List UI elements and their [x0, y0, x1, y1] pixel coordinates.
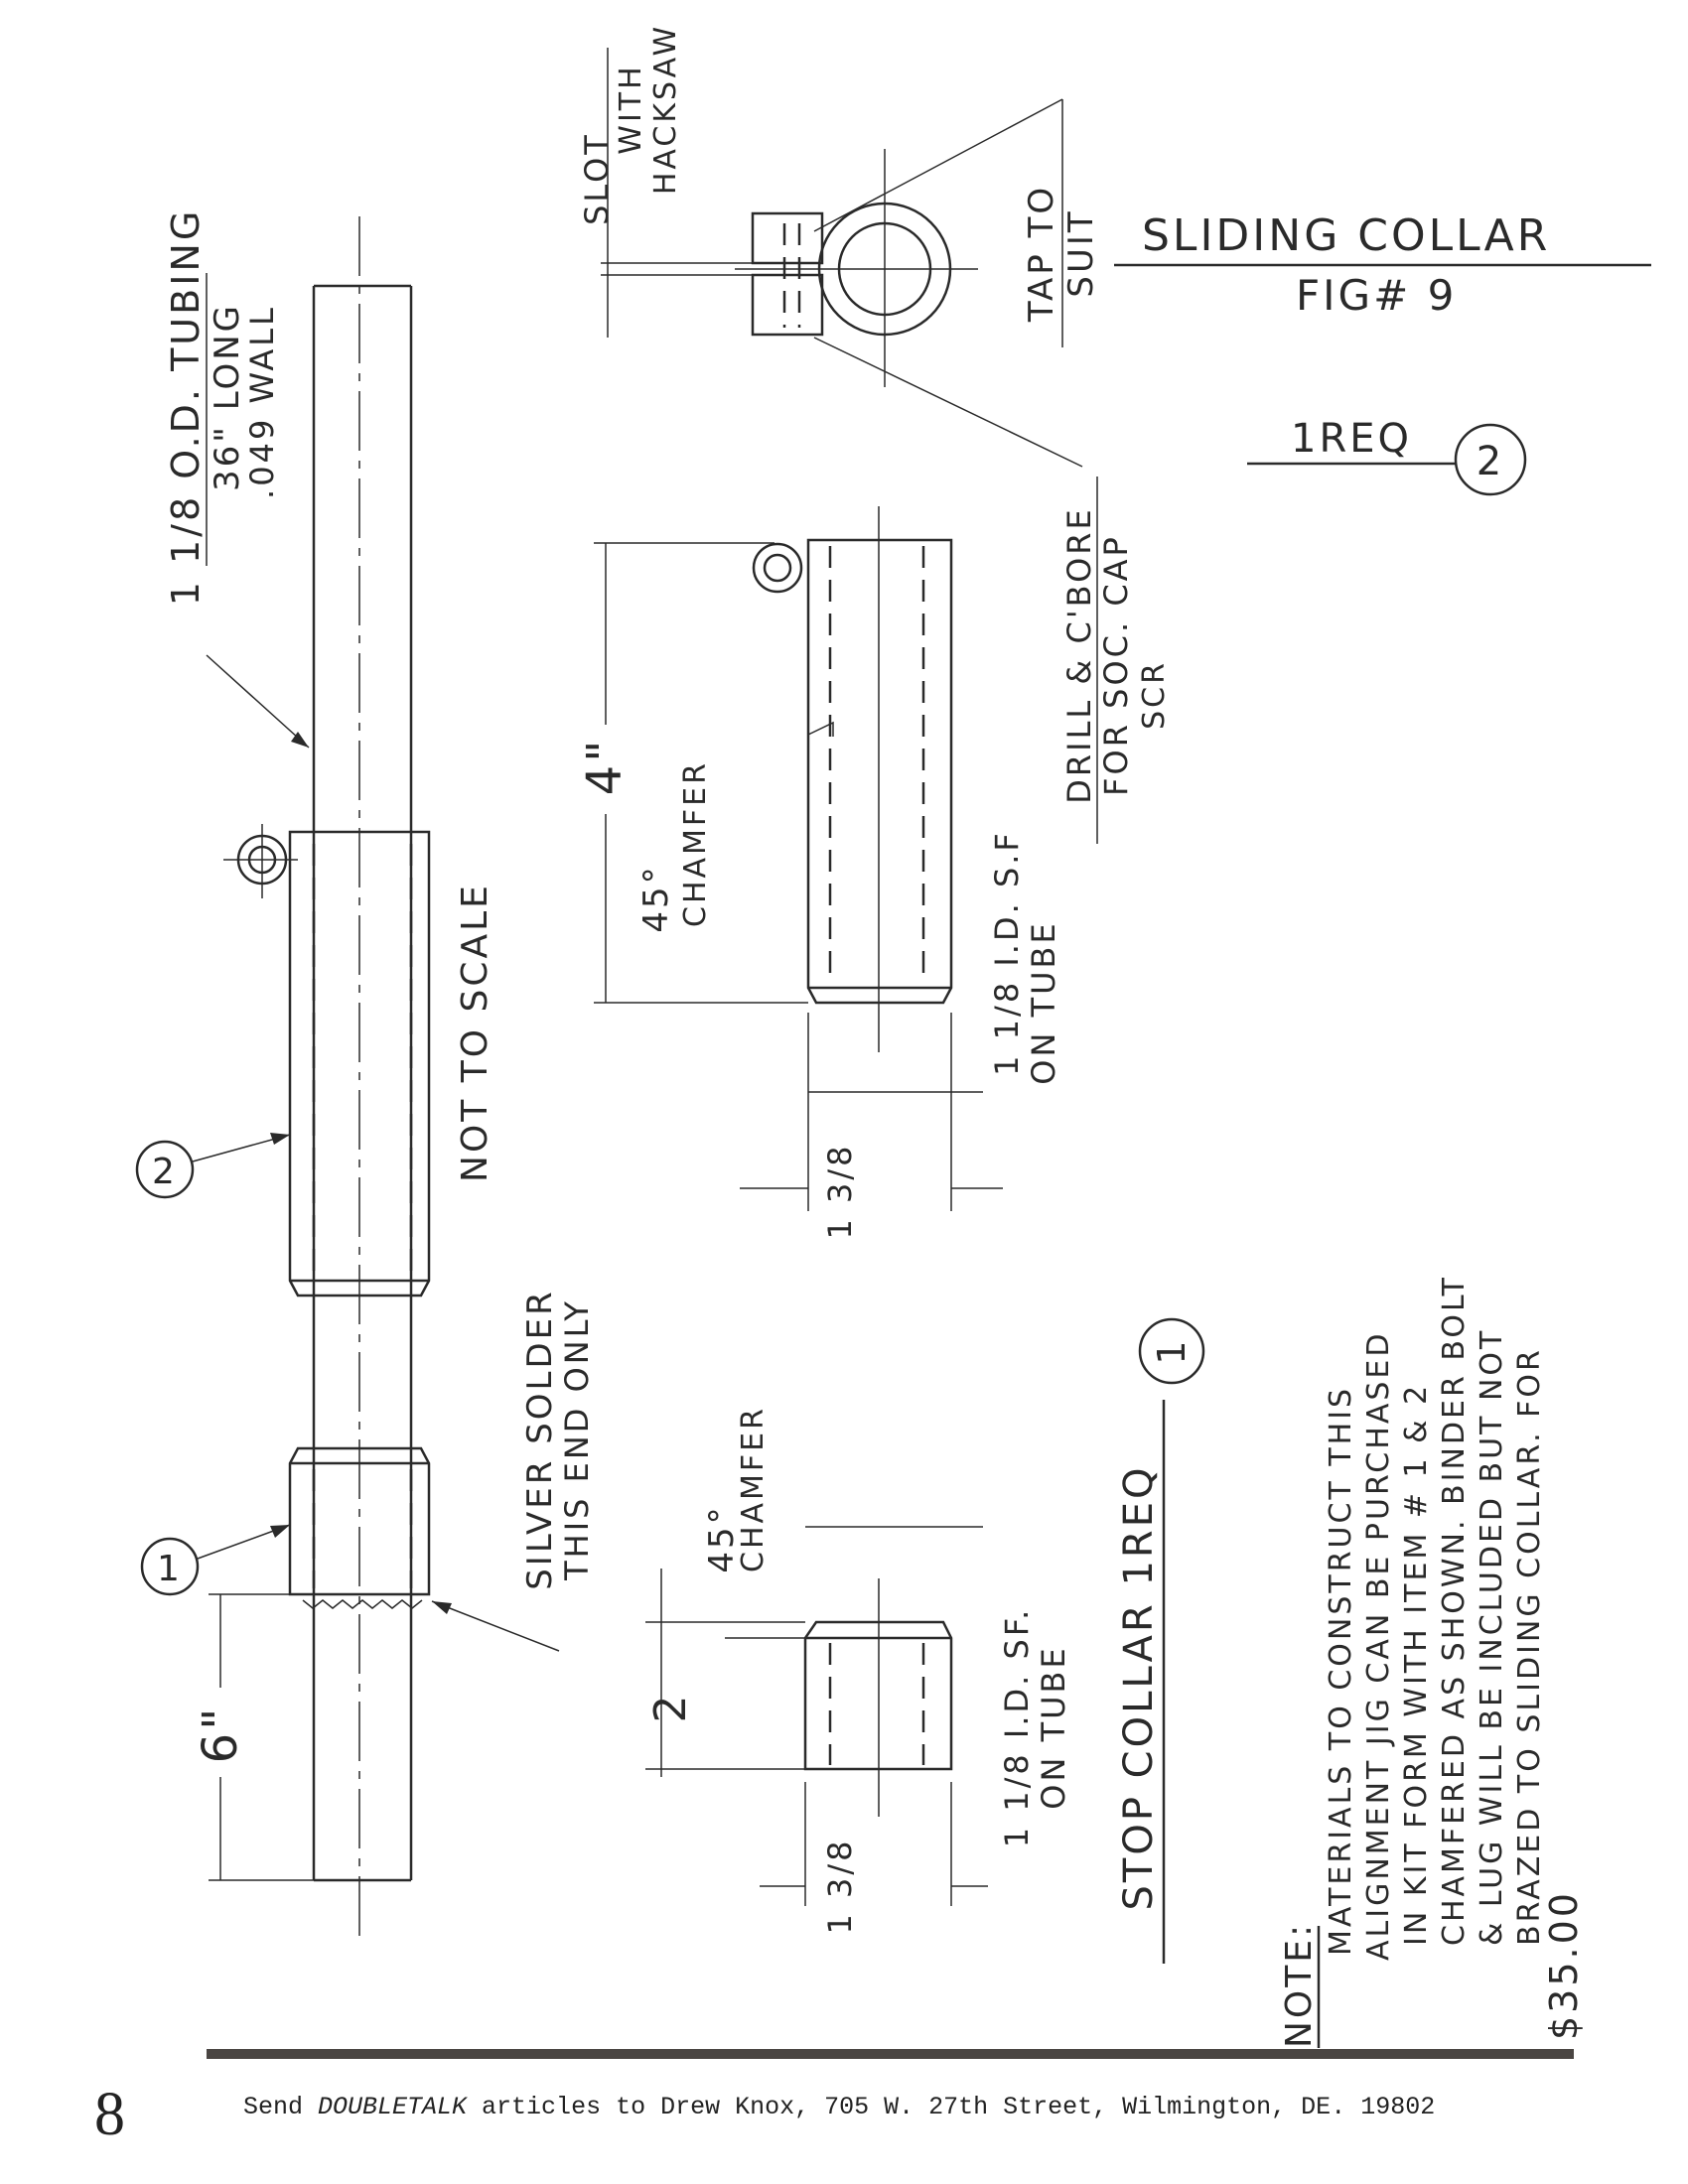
drill-label: DRILL & C'BORE [1060, 506, 1098, 803]
note-line: MATERIALS TO CONSTRUCT THIS [1324, 1386, 1358, 1956]
footer-rule [207, 2049, 1574, 2059]
chamfer-label: CHAMFER [678, 760, 713, 927]
solder-end-label: THIS END ONLY [558, 1298, 596, 1581]
tubing-length: 36" LONG [208, 303, 247, 491]
note-line: ALIGNMENT JIG CAN BE PURCHASED [1361, 1331, 1396, 1961]
sliding-collar-qty: 1REQ [1291, 416, 1412, 462]
note-line: CHAMFERED AS SHOWN. BINDER BOLT [1437, 1275, 1472, 1946]
figure-title: SLIDING COLLAR [1142, 210, 1550, 261]
chamfer-label-2: CHAMFER [736, 1406, 771, 1572]
balloon-item-2: 2 [135, 1133, 291, 1199]
note-line: BRAZED TO SLIDING COLLAR. FOR [1512, 1347, 1547, 1946]
sliding-collar-balloon: 2 [1477, 439, 1504, 484]
note-price: $35.00 [1542, 1890, 1586, 2040]
chamfer-angle-2: 45° [702, 1504, 742, 1572]
tap-label: TAP TO [1022, 185, 1061, 323]
figure-number: FIG# 9 [1296, 271, 1457, 320]
page-number: 8 [94, 2081, 125, 2148]
dimension-6-inch: 6" [193, 1593, 314, 1881]
note-line: & LUG WILL BE INCLUDED BUT NOT [1475, 1328, 1509, 1946]
stop-collar-on-tube [288, 1446, 431, 1609]
chamfer-angle: 45° [636, 864, 676, 932]
stop-collar-label: STOP COLLAR 1REQ [1116, 1465, 1162, 1911]
silver-solder-callout: SILVER SOLDER THIS END ONLY [431, 1289, 596, 1652]
note-block: NOTE: MATERIALS TO CONSTRUCT THIS ALIGNM… [1279, 1275, 1586, 2048]
dimension-text: 6" [193, 1706, 248, 1764]
tubing-callout: 1 1/8 O.D. TUBING 36" LONG .049 WALL [164, 208, 310, 749]
footer-text: Send DOUBLETALK articles to Drew Knox, 7… [243, 2093, 1435, 2121]
dimension-1-3-8-b: 1 3/8 [821, 1838, 859, 1934]
drill-label-2: FOR SOC. CAP [1097, 534, 1135, 796]
slot-label-3: HACKSAW [648, 24, 683, 195]
silver-solder-label: SILVER SOLDER [520, 1289, 560, 1590]
id-fit-label-2: 1 1/8 I.D. SF. [998, 1607, 1036, 1848]
on-tube-label: ON TUBE [1025, 920, 1062, 1084]
balloon-text: 2 [152, 1152, 178, 1192]
dimension-4-inch: 4" [577, 738, 633, 796]
tubing-wall: .049 WALL [243, 305, 281, 499]
slot-label-2: WITH [614, 64, 648, 154]
note-heading: NOTE: [1279, 1922, 1320, 2048]
slot-label: SLOT [578, 132, 616, 225]
balloon-text: 1 [157, 1549, 183, 1589]
dimension-1-3-8: 1 3/8 [821, 1143, 859, 1239]
tap-label-2: SUIT [1061, 208, 1101, 297]
stop-collar-detail [645, 1526, 988, 1906]
sliding-collar-end-view [601, 48, 1083, 468]
drill-label-3: SCR [1137, 660, 1172, 730]
sliding-collar-detail [594, 506, 1003, 1211]
balloon-item-1: 1 [140, 1524, 291, 1596]
on-tube-label-2: ON TUBE [1035, 1645, 1072, 1809]
sliding-collar-on-tube [223, 824, 431, 1297]
tubing-label: 1 1/8 O.D. TUBING [164, 208, 208, 607]
note-line: IN KIT FORM WITH ITEM # 1 & 2 [1399, 1383, 1434, 1946]
dimension-2: 2 [645, 1693, 696, 1723]
footer-prefix: Send [243, 2093, 318, 2121]
not-to-scale-label: NOT TO SCALE [455, 883, 495, 1182]
publication-name: DOUBLETALK [318, 2093, 468, 2121]
main-tube [312, 216, 413, 1936]
stop-collar-balloon: 1 [1150, 1337, 1194, 1364]
footer-suffix: articles to Drew Knox, 705 W. 27th Stree… [467, 2093, 1435, 2121]
id-fit-label: 1 1/8 I.D. S.F [988, 830, 1026, 1076]
